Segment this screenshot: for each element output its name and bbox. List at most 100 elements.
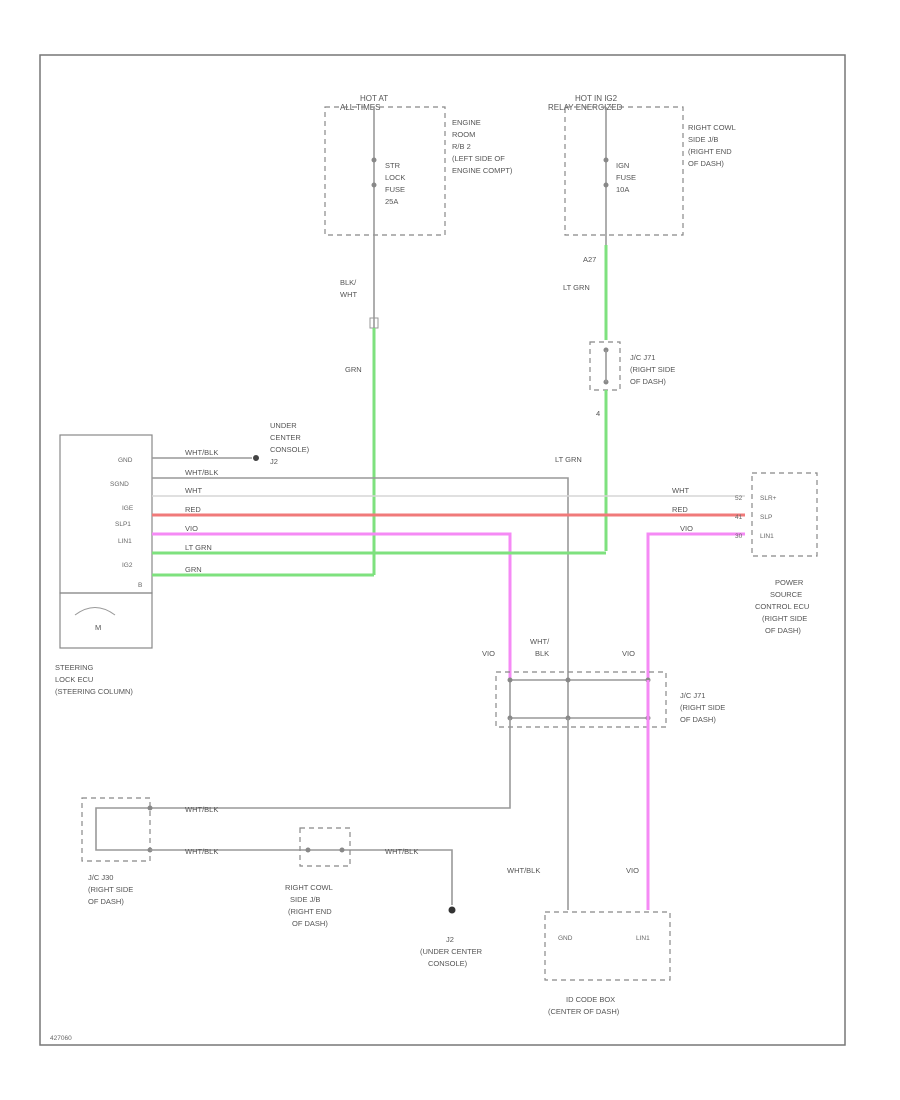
wire-label-lt-grn-top: LT GRN: [563, 283, 590, 292]
jc-j30-node-1: [147, 805, 153, 811]
wire-label-slp1: RED: [185, 505, 201, 514]
motor-label: M: [95, 623, 101, 632]
fuse-node-right-2: [603, 182, 609, 188]
loc-right-1: SIDE J/B: [688, 135, 718, 144]
wire-power-lin1: [646, 532, 745, 680]
wire-lin1: [152, 532, 512, 680]
jc-j71-top: J/C J71 (RIGHT SIDE OF DASH) 4: [589, 341, 675, 418]
power-ecu-title-4: OF DASH): [765, 626, 801, 635]
jc-j71-top-label-0: J/C J71: [630, 353, 655, 362]
fuse-block-left: HOT AT ALL TIMES STR LOCK FUSE 25A ENGIN…: [324, 94, 513, 330]
ground-j2-label-1: (UNDER CENTER: [420, 947, 483, 956]
hot-sub-left: ALL TIMES: [340, 103, 380, 112]
wire-label-ig2: LT GRN: [185, 543, 212, 552]
fuse-node-left: [371, 157, 377, 163]
jc-j30-label-0: J/C J30: [88, 873, 113, 882]
ground-j2: J2 (UNDER CENTER CONSOLE): [420, 906, 483, 968]
ecu-pin-sgnd: SGND: [110, 481, 129, 488]
power-pin-num-0: 52: [735, 495, 743, 502]
wire-label-j30-bottom: WHT/BLK: [185, 847, 218, 856]
cowl-jb-node-2: [339, 847, 345, 853]
wire-j30-to-ground: [150, 849, 453, 905]
wire-label-lin1: VIO: [185, 524, 198, 533]
wire-label-wht-split-0: WHT/: [530, 637, 550, 646]
loc-right-0: RIGHT COWL: [688, 123, 736, 132]
jc-j71-bottom-label-1: (RIGHT SIDE: [680, 703, 725, 712]
cowl-jb-box: [299, 827, 351, 867]
cowl-jb-label-2: (RIGHT END: [288, 907, 332, 916]
power-pin-slp: SLP: [760, 514, 772, 521]
jc-j71-bottom-label-0: J/C J71: [680, 691, 705, 700]
power-ecu-title-1: SOURCE: [770, 590, 802, 599]
power-ecu-title-2: CONTROL ECU: [755, 602, 809, 611]
jc-j71-bottom: VIO WHT/ BLK VIO J/C J71 (RIGHT SIDE OF …: [482, 637, 725, 728]
loc-right-2: (RIGHT END: [688, 147, 732, 156]
ground-j2-label-0: J2: [446, 935, 454, 944]
jc-bottom-node-1: [507, 677, 513, 683]
fuse-text-left-3: 25A: [385, 197, 398, 206]
power-pin-num-1: 41: [735, 514, 743, 521]
loc-left-3: (LEFT SIDE OF: [452, 154, 505, 163]
ecu-pin-gnd: GND: [118, 457, 133, 464]
under-console-top-3: J2: [270, 457, 278, 466]
diagram-border: [39, 54, 846, 1046]
power-pin-num-2: 30: [735, 533, 743, 540]
fuse-node-left-2: [371, 182, 377, 188]
wire-label-b: GRN: [185, 565, 202, 574]
cowl-jb-label-1: SIDE J/B: [290, 895, 320, 904]
ecu-pin-ig2: IG2: [122, 562, 133, 569]
wire-label-slp1-right: RED: [672, 505, 688, 514]
power-pin-lin1: LIN1: [760, 533, 774, 540]
relay-box-right: [564, 106, 684, 236]
ground-symbol-bottom: [448, 906, 456, 914]
power-ecu-title-0: POWER: [775, 578, 804, 587]
steering-ecu-motor-box: [59, 592, 153, 649]
ecu-pin-b: B: [138, 582, 142, 589]
wire-label-wht-split-1: BLK: [535, 649, 549, 658]
wire-label-j30-top: WHT/BLK: [185, 805, 218, 814]
wire-label-gnd: WHT/BLK: [185, 448, 218, 457]
idbox-pin-lin1: LIN1: [636, 935, 650, 942]
power-ecu-box: [751, 472, 818, 557]
jc-j71-bottom-label-2: OF DASH): [680, 715, 716, 724]
power-ecu-title-3: (RIGHT SIDE: [762, 614, 807, 623]
hot-label-left: HOT AT: [360, 94, 388, 103]
id-code-box-outline: [544, 911, 671, 981]
fuse-text-left-0: STR: [385, 161, 401, 170]
ecu-pin-slp1: SLP1: [115, 521, 131, 528]
wire-label-ige-right: WHT: [672, 486, 689, 495]
wire-label-grn-top: GRN: [345, 365, 362, 374]
power-source-ecu: 52 41 30 SLR+ SLP LIN1 POWER SOURCE CONT…: [735, 472, 818, 635]
relay-box-left: [324, 106, 446, 236]
wire-label-lt-grn-mid: LT GRN: [555, 455, 582, 464]
wire-label-vio-split-left: VIO: [482, 649, 495, 658]
power-pin-slr: SLR+: [760, 495, 777, 502]
under-console-top-0: UNDER: [270, 421, 297, 430]
fuse-text-left-1: LOCK: [385, 173, 405, 182]
loc-left-2: R/B 2: [452, 142, 471, 151]
hot-label-right: HOT IN IG2: [575, 94, 618, 103]
fuse-node-right: [603, 157, 609, 163]
jc-j30-loop: [95, 807, 150, 851]
ecu-pin-ige: IGE: [122, 505, 134, 512]
jc-j71-top-label-2: OF DASH): [630, 377, 666, 386]
id-code-box: GND LIN1 ID CODE BOX (CENTER OF DASH): [544, 911, 671, 1016]
under-console-top: UNDER CENTER CONSOLE) J2: [253, 421, 310, 466]
idbox-title-1: (CENTER OF DASH): [548, 1007, 620, 1016]
loc-right-3: OF DASH): [688, 159, 724, 168]
wire-label-sgnd: WHT/BLK: [185, 468, 218, 477]
jc-j30-label-2: OF DASH): [88, 897, 124, 906]
cowl-jb-label-3: OF DASH): [292, 919, 328, 928]
steering-ecu-box: [59, 434, 153, 594]
fuse-text-right-0: IGN: [616, 161, 629, 170]
wire-sgnd: [152, 477, 569, 680]
jc-j30: J/C J30 (RIGHT SIDE OF DASH): [81, 797, 153, 906]
jc-j71-bottom-box: [495, 671, 667, 728]
under-console-top-1: CENTER: [270, 433, 301, 442]
wire-label-ige: WHT: [185, 486, 202, 495]
jc-j30-label-1: (RIGHT SIDE: [88, 885, 133, 894]
loc-left-1: ROOM: [452, 130, 475, 139]
jc-j30-box: [81, 797, 151, 862]
